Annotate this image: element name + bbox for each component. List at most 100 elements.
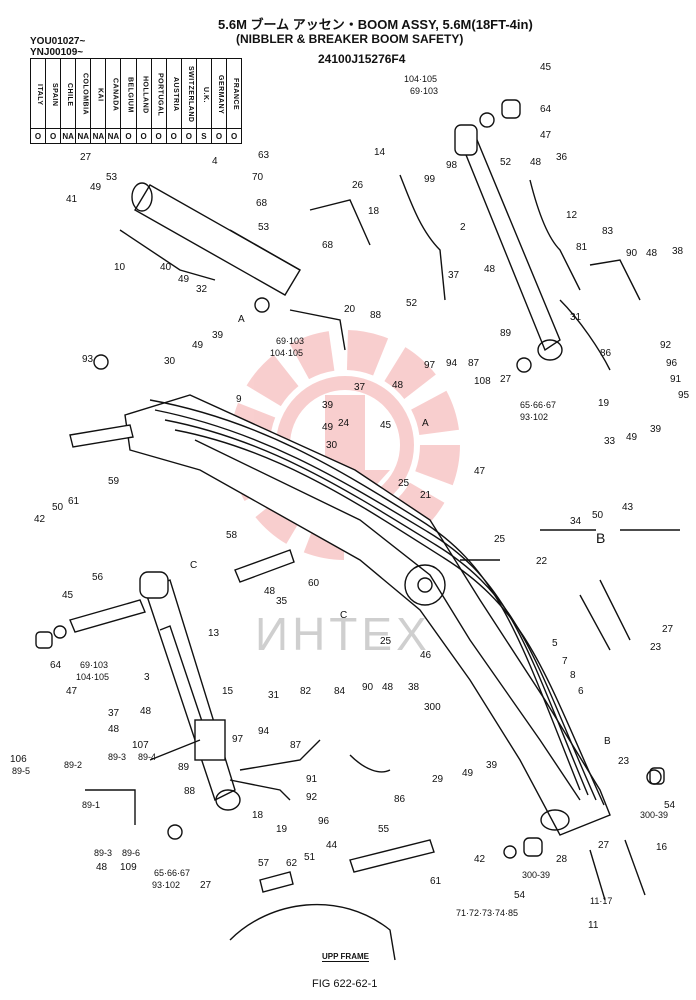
diagram-title: 5.6M ブーム アッセン・BOOM ASSY, 5.6M(18FT-4in) (218, 17, 533, 32)
part-callout-label: 30 (164, 356, 176, 367)
part-callout-label: 14 (374, 147, 386, 158)
part-callout-label: 89-1 (82, 800, 100, 810)
part-callout-label: 107 (132, 740, 149, 751)
part-callout-label: 18 (252, 810, 264, 821)
part-callout-label: 91 (306, 774, 318, 785)
part-callout-label: 81 (576, 242, 588, 253)
part-callout-label: 89-5 (12, 766, 30, 776)
part-callout-label: 21 (420, 490, 432, 501)
part-callout-label: 18 (368, 206, 380, 217)
part-callout-label: 87 (468, 358, 480, 369)
part-callout-label: 44 (326, 840, 338, 851)
part-callout-label: 48 (382, 682, 394, 693)
country-value: O (46, 128, 61, 143)
country-value: O (121, 128, 136, 143)
country-name: AUSTRIA (171, 77, 179, 112)
part-callout-label: 97 (232, 734, 244, 745)
part-callout-label: 94 (258, 726, 270, 737)
part-callout-label: 6 (578, 686, 584, 697)
part-callout-label: 15 (222, 686, 234, 697)
part-callout-label: 90 (626, 248, 638, 259)
part-callout-label: 68 (256, 198, 268, 209)
part-callout-label: 300 (424, 702, 441, 713)
part-callout-label: 46 (420, 650, 432, 661)
part-callout-label: 83 (602, 226, 614, 237)
part-callout-label: 10 (114, 262, 126, 273)
part-callout-label: 27 (598, 840, 610, 851)
part-callout-label: 109 (120, 862, 137, 873)
country-column: SPAIN O (46, 59, 62, 143)
country-name: CHILE (66, 82, 74, 107)
part-callout-label: A (238, 314, 245, 325)
part-callout-label: 45 (380, 420, 392, 431)
part-callout-label: 9 (236, 394, 242, 405)
country-value: O (136, 128, 151, 143)
part-callout-label: 93 (82, 354, 94, 365)
country-name: U.K. (201, 86, 209, 103)
part-callout-label: 48 (530, 157, 542, 168)
part-callout-label: 47 (540, 130, 552, 141)
part-callout-label: 54 (514, 890, 526, 901)
part-callout-label: 69·103 (410, 86, 438, 96)
part-callout-label: 47 (66, 686, 78, 697)
part-callout-label: 50 (52, 502, 64, 513)
part-callout-label: 39 (650, 424, 662, 435)
part-callout-label: 48 (392, 380, 404, 391)
part-callout-label: 93·102 (520, 412, 548, 422)
part-callout-label: 48 (646, 248, 658, 259)
country-value: NA (76, 128, 91, 143)
country-column: BELGIUM O (121, 59, 137, 143)
country-value: O (181, 128, 196, 143)
part-callout-label: 16 (656, 842, 668, 853)
part-callout-label: 42 (474, 854, 486, 865)
part-callout-label: 104·105 (76, 672, 109, 682)
part-callout-label: 48 (140, 706, 152, 717)
part-callout-label: 104·105 (270, 348, 303, 358)
watermark-text: ИНТЕХ (255, 608, 431, 660)
country-value: NA (61, 128, 76, 143)
part-callout-label: 65·66·67 (520, 400, 556, 410)
part-callout-label: 99 (424, 174, 436, 185)
figure-label: FIG 622-62-1 (312, 978, 378, 990)
part-callout-label: 31 (268, 690, 280, 701)
part-callout-label: 49 (90, 182, 102, 193)
part-callout-label: 88 (184, 786, 196, 797)
country-name: SPAIN (51, 82, 59, 107)
part-callout-label: 64 (540, 104, 552, 115)
part-callout-label: 65·66·67 (154, 868, 190, 878)
part-callout-label: 89 (178, 762, 190, 773)
part-callout-label: 104·105 (404, 74, 437, 84)
part-callout-label: 39 (322, 400, 334, 411)
part-callout-label: 31 (570, 312, 582, 323)
part-callout-label: 11·17 (590, 896, 612, 906)
part-callout-label: 7 (562, 656, 568, 667)
part-callout-label: 47 (474, 466, 486, 477)
part-callout-label: 39 (212, 330, 224, 341)
country-name: BELGIUM (126, 76, 134, 113)
country-column: CHILE NA (61, 59, 77, 143)
part-callout-label: 41 (66, 194, 78, 205)
part-callout-label: A (422, 418, 429, 429)
part-callout-label: 97 (424, 360, 436, 371)
part-callout-label: 2 (460, 222, 466, 233)
part-callout-label: 48 (108, 724, 120, 735)
part-callout-label: 36 (556, 152, 568, 163)
part-callout-label: 96 (666, 358, 678, 369)
country-value: NA (91, 128, 106, 143)
part-callout-label: 106 (10, 754, 27, 765)
part-callout-label: 88 (370, 310, 382, 321)
part-callout-label: 89-4 (138, 752, 156, 762)
part-callout-label: 37 (448, 270, 460, 281)
part-callout-label: 58 (226, 530, 238, 541)
part-callout-label: 27 (200, 880, 212, 891)
part-callout-label: 89-6 (122, 848, 140, 858)
part-callout-label: 55 (378, 824, 390, 835)
part-callout-label: 11 (588, 920, 599, 931)
part-callout-label: 38 (672, 246, 684, 257)
